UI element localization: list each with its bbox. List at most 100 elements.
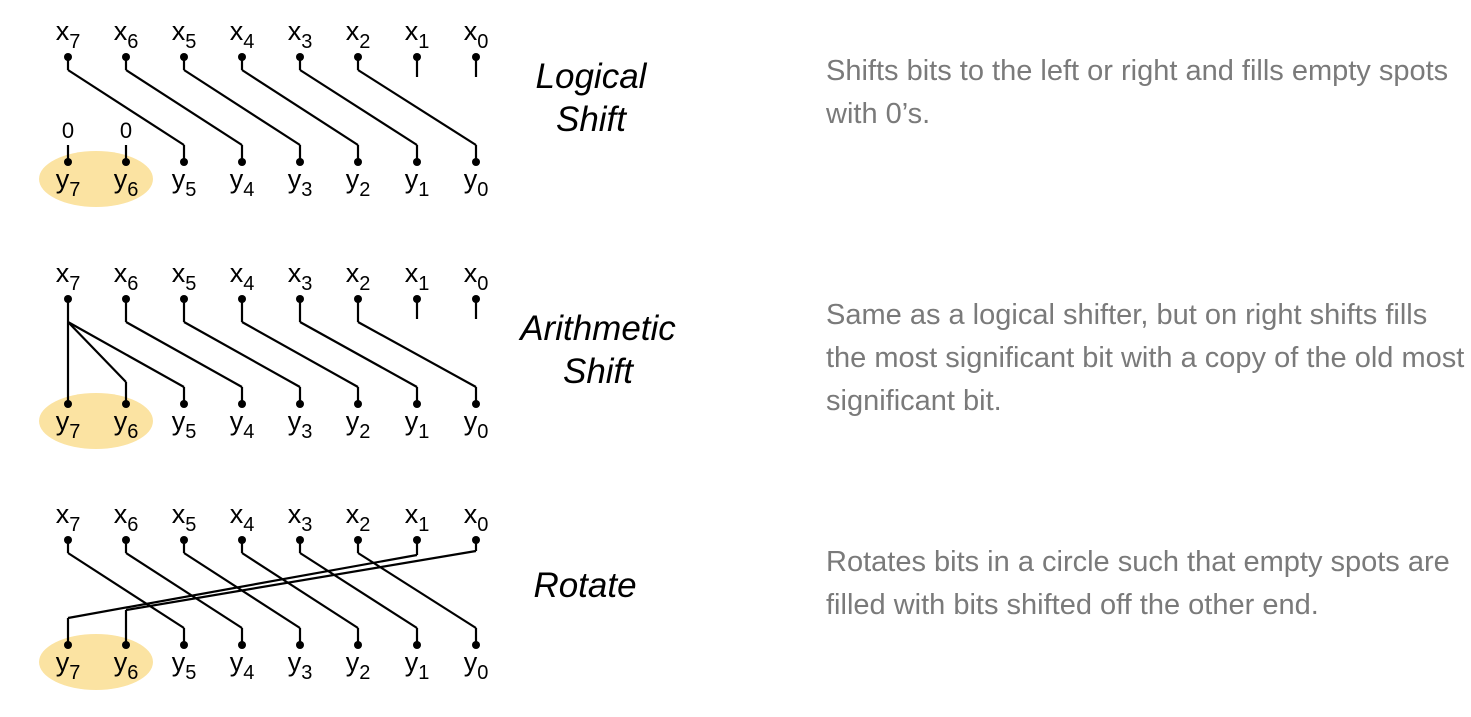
rotate-output-y2: y2	[346, 647, 371, 684]
rotate-output-y5: y5	[172, 647, 197, 684]
arithmetic-output-dot-y1	[413, 400, 421, 408]
rotate-output-dot-y1	[413, 641, 421, 649]
arithmetic-wire-diag	[183, 321, 301, 388]
arithmetic-output-dot-y3	[296, 400, 304, 408]
logical-output-y4: y4	[230, 164, 255, 201]
logical-wire-diag	[183, 69, 301, 146]
rotate-wrap-diag-x1	[67, 553, 418, 620]
logical-output-dot-y4	[238, 158, 246, 166]
rotate-input-x6: x6	[114, 499, 139, 536]
logical-output-y2: y2	[346, 164, 371, 201]
rotate-output-y1: y1	[405, 647, 430, 684]
arithmetic-output-y2: y2	[346, 406, 371, 443]
logical-output-dot-y5	[180, 158, 188, 166]
arithmetic-input-x6: x6	[114, 258, 139, 295]
logical-wire-diag	[125, 69, 243, 146]
arithmetic-output-dot-y4	[238, 400, 246, 408]
logical-output-y7: y7	[56, 164, 81, 201]
arithmetic-input-x7: x7	[56, 258, 81, 295]
arithmetic-wire-diag	[67, 321, 185, 388]
logical-input-x6: x6	[114, 16, 139, 53]
rotate-wrap-diag-x0	[125, 549, 477, 612]
rotate-wire-diag	[67, 552, 185, 629]
arithmetic-input-x0: x0	[464, 258, 489, 295]
logical-wire-diag	[67, 69, 185, 146]
arithmetic-output-y6: y6	[114, 406, 139, 443]
rotate-output-dot-y2	[354, 641, 362, 649]
logical-input-x1: x1	[405, 16, 430, 53]
arithmetic-output-dot-y7	[64, 400, 72, 408]
logical-output-dot-y1	[413, 158, 421, 166]
arithmetic-output-y1: y1	[405, 406, 430, 443]
arithmetic-input-x5: x5	[172, 258, 197, 295]
rotate-output-y3: y3	[288, 647, 313, 684]
rotate-wire-diag	[299, 552, 418, 629]
logical-wire-diag	[241, 69, 359, 146]
rotate-output-y6: y6	[114, 647, 139, 684]
logical-output-y1: y1	[405, 164, 430, 201]
rotate-input-x0: x0	[464, 499, 489, 536]
logical-output-dot-y3	[296, 158, 304, 166]
arithmetic-output-y0: y0	[464, 406, 489, 443]
arithmetic-output-dot-y6	[122, 400, 130, 408]
logical-output-y5: y5	[172, 164, 197, 201]
arithmetic-output-y7: y7	[56, 406, 81, 443]
logical-output-dot-y6	[122, 158, 130, 166]
arithmetic-wire-diag	[241, 321, 359, 388]
rotate-output-dot-y7	[64, 641, 72, 649]
logical-zero-fill: 0	[120, 118, 132, 143]
logical-shift-description: Shifts bits to the left or right and fil…	[826, 55, 1449, 130]
rotate-input-x7: x7	[56, 499, 81, 536]
rotate-input-x3: x3	[288, 499, 313, 536]
logical-input-x2: x2	[346, 16, 371, 53]
logical-wire-diag	[299, 69, 418, 146]
logical-input-x3: x3	[288, 16, 313, 53]
arithmetic-output-y3: y3	[288, 406, 313, 443]
rotate-output-y0: y0	[464, 647, 489, 684]
arithmetic-output-dot-y0	[472, 400, 480, 408]
rotate-output-dot-y4	[238, 641, 246, 649]
logical-zero-fill: 0	[62, 118, 74, 143]
logical-input-x4: x4	[230, 16, 255, 53]
arithmetic-output-y5: y5	[172, 406, 197, 443]
arithmetic-wire-diag	[299, 321, 418, 388]
rotate-wire-diag	[241, 552, 359, 629]
logical-input-x0: x0	[464, 16, 489, 53]
arithmetic-wire-diag	[125, 321, 243, 388]
logical-wire-diag	[357, 69, 477, 146]
arithmetic-input-x1: x1	[405, 258, 430, 295]
rotate-input-x1: x1	[405, 499, 430, 536]
arithmetic-input-x3: x3	[288, 258, 313, 295]
arithmetic-output-dot-y2	[354, 400, 362, 408]
logical-output-y6: y6	[114, 164, 139, 201]
rotate-output-dot-y6	[122, 641, 130, 649]
arithmetic-output-y4: y4	[230, 406, 255, 443]
arithmetic-input-x2: x2	[346, 258, 371, 295]
rotate-wire-diag	[357, 552, 477, 629]
rotate-input-x2: x2	[346, 499, 371, 536]
arithmetic-input-x4: x4	[230, 258, 255, 295]
logical-output-dot-y0	[472, 158, 480, 166]
logical-input-x7: x7	[56, 16, 81, 53]
rotate-output-dot-y3	[296, 641, 304, 649]
rotate-output-dot-y0	[472, 641, 480, 649]
rotate-input-x5: x5	[172, 499, 197, 536]
arithmetic-output-dot-y5	[180, 400, 188, 408]
logical-output-dot-y7	[64, 158, 72, 166]
arithmetic-sign-wire-diag	[67, 321, 127, 383]
logical-output-y0: y0	[464, 164, 489, 201]
arithmetic-shift-description: Same as a logical shifter, but on right …	[826, 299, 1465, 417]
arithmetic-wire-diag	[357, 321, 477, 388]
logical-output-dot-y2	[354, 158, 362, 166]
rotate-title: Rotate	[533, 566, 636, 605]
rotate-input-x4: x4	[230, 499, 255, 536]
rotate-wire-diag	[125, 552, 243, 629]
rotate-description: Rotates bits in a circle such that empty…	[826, 546, 1450, 621]
logical-input-x5: x5	[172, 16, 197, 53]
rotate-output-y4: y4	[230, 647, 255, 684]
rotate-output-dot-y5	[180, 641, 188, 649]
rotate-output-y7: y7	[56, 647, 81, 684]
